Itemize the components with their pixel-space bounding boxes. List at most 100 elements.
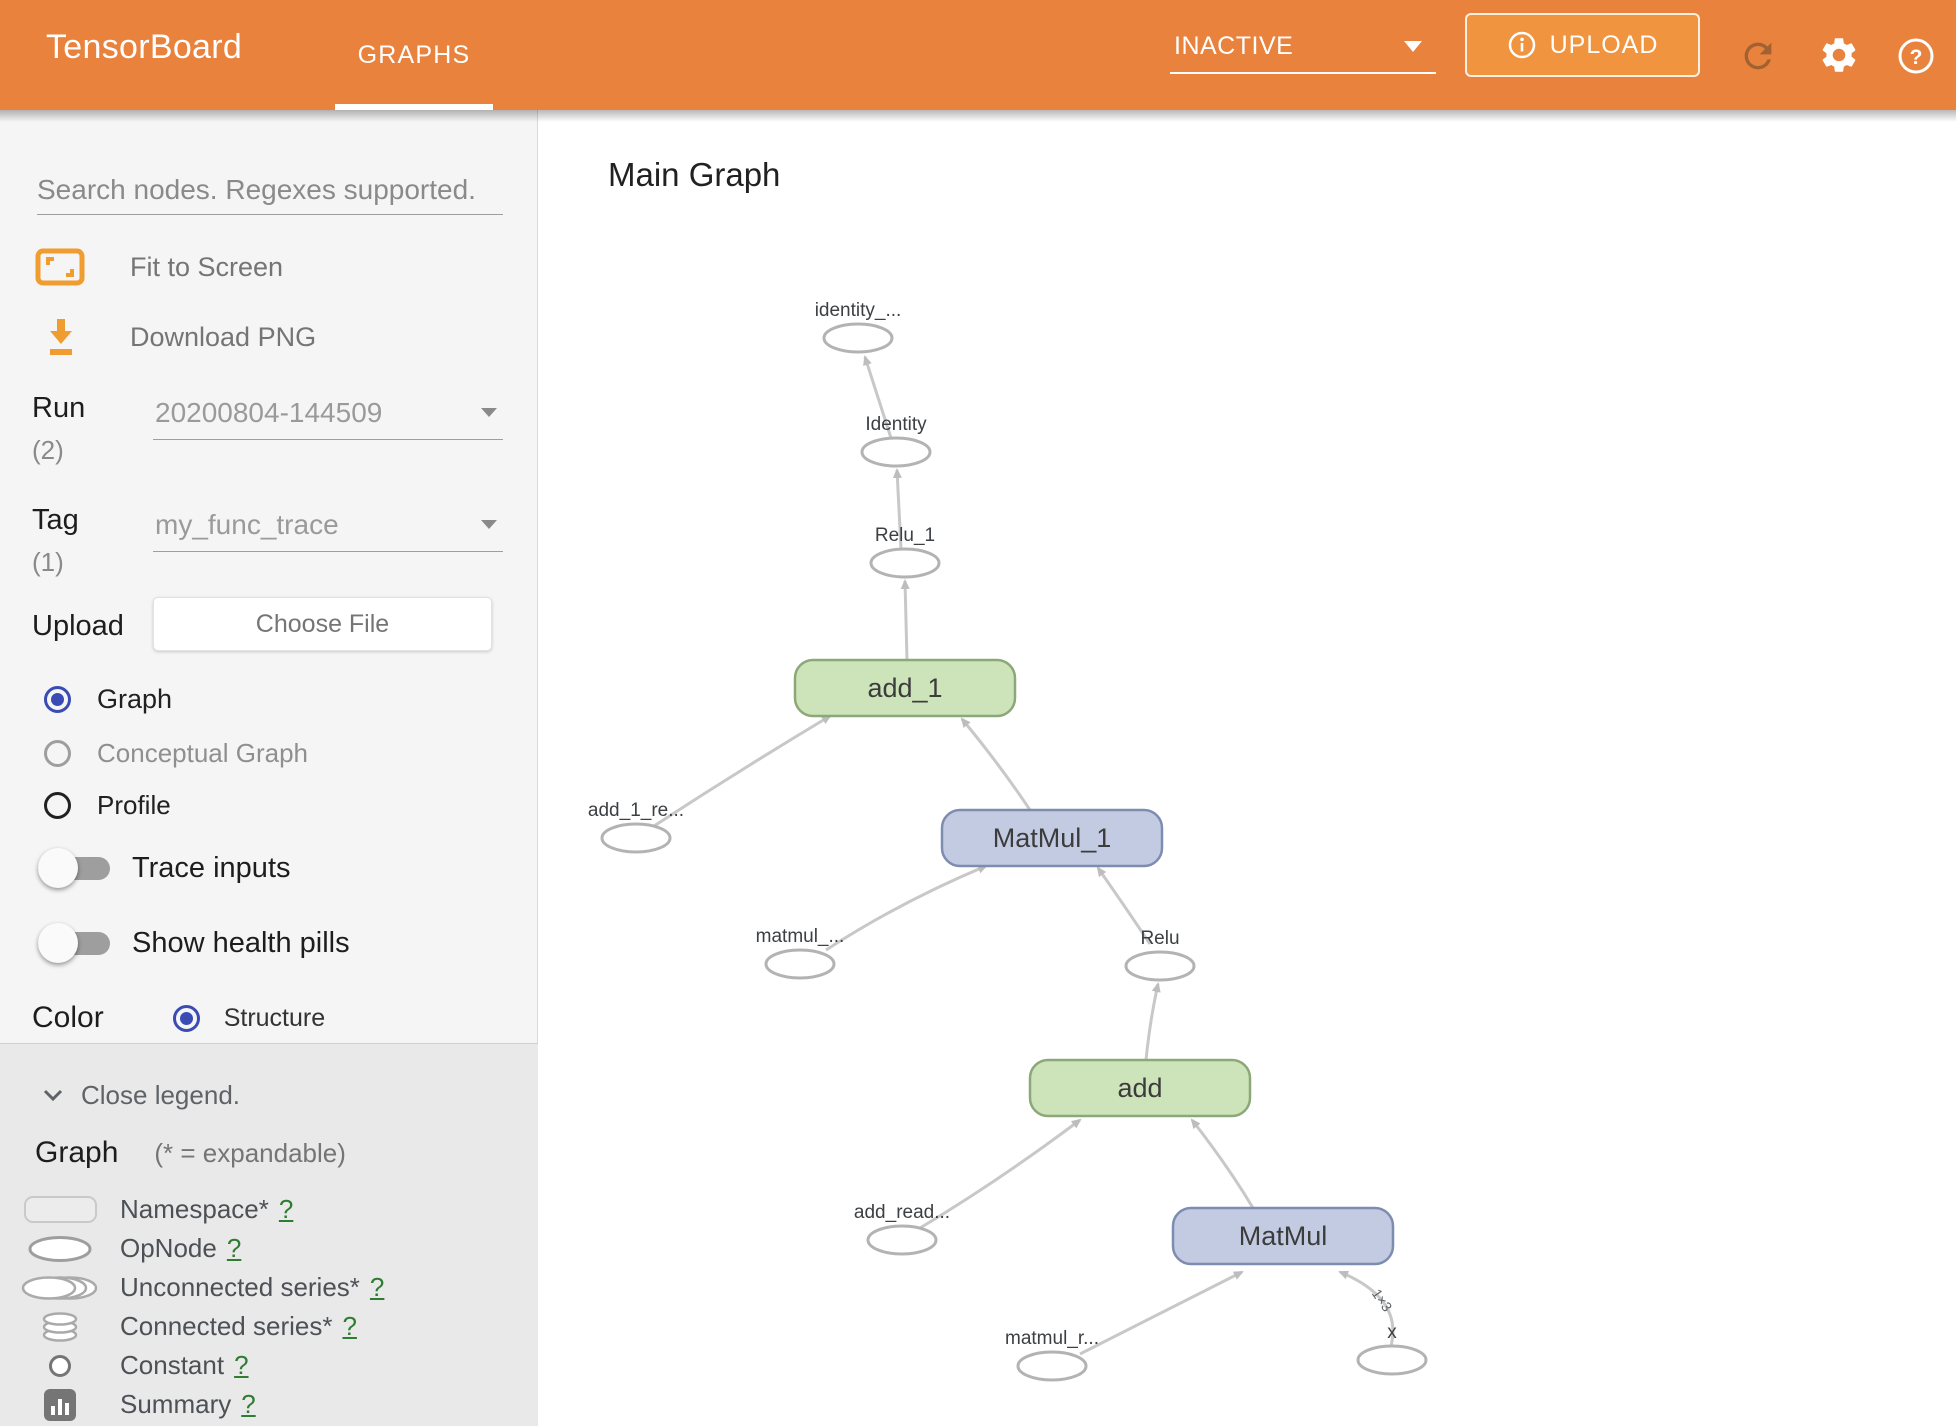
op-node-Relu_1[interactable] xyxy=(869,547,941,579)
tag-select[interactable]: my_func_trace xyxy=(153,502,503,552)
help-link[interactable]: ? xyxy=(226,1233,242,1263)
download-png-label: Download PNG xyxy=(130,321,317,352)
op-node-label-Relu_1: Relu_1 xyxy=(875,525,935,546)
legend-row-connected-series: Connected series* ? xyxy=(0,1307,538,1346)
toggle-off-icon xyxy=(38,922,110,963)
tag-count: (1) xyxy=(32,547,64,577)
radio-profile[interactable]: Profile xyxy=(0,785,171,825)
help-link[interactable]: ? xyxy=(278,1194,294,1224)
help-link[interactable]: ? xyxy=(342,1311,357,1341)
function-node-add_1[interactable] xyxy=(793,658,1017,718)
edge-Relu-to-MatMul_1 xyxy=(1096,866,1152,945)
close-legend-label: Close legend. xyxy=(81,1080,240,1110)
trace-inputs-toggle[interactable]: Trace inputs xyxy=(0,846,291,890)
op-node-add_read[interactable] xyxy=(866,1224,938,1256)
legend-label: Connected series* xyxy=(120,1311,333,1341)
run-label: Run xyxy=(32,392,86,424)
op-node-label-Identity: Identity xyxy=(865,414,927,435)
namespace-swatch-icon xyxy=(0,1196,120,1223)
edge-add_1-to-Relu_1 xyxy=(900,579,910,661)
function-node-add[interactable] xyxy=(1028,1058,1252,1118)
refresh-icon[interactable] xyxy=(1738,36,1778,76)
edge-Relu_1-to-Identity xyxy=(892,468,903,550)
op-node-Identity[interactable] xyxy=(860,436,932,468)
show-health-pills-toggle[interactable]: Show health pills xyxy=(0,921,350,965)
header-bar: TensorBoard GRAPHS INACTIVE UPLOAD ? xyxy=(0,0,1956,110)
edge-add-to-Relu xyxy=(1144,982,1161,1061)
radio-unselected-icon xyxy=(44,791,71,819)
edge-matmul_r-to-MatMul xyxy=(1079,1270,1244,1356)
legend-heading-title: Graph xyxy=(35,1136,119,1169)
edge-Identity-to-identity_out xyxy=(863,355,893,439)
upload-button-label: UPLOAD xyxy=(1549,30,1659,59)
chevron-down-icon xyxy=(43,1089,63,1102)
settings-gear-icon[interactable] xyxy=(1818,34,1860,76)
op-node-Relu[interactable] xyxy=(1124,950,1196,982)
legend-label: Constant xyxy=(120,1350,225,1380)
radio-graph[interactable]: Graph xyxy=(0,679,172,719)
edge-add_read-to-add xyxy=(919,1118,1082,1230)
help-link[interactable]: ? xyxy=(369,1272,385,1302)
app-title: TensorBoard xyxy=(46,28,243,66)
op-node-add_1_re[interactable] xyxy=(600,822,672,854)
tab-graphs[interactable]: GRAPHS xyxy=(357,40,471,69)
help-link[interactable]: ? xyxy=(241,1389,256,1419)
search-input[interactable] xyxy=(37,165,503,215)
legend-label: OpNode xyxy=(120,1233,217,1263)
radio-structure[interactable] xyxy=(172,1004,200,1032)
function-node-MatMul_1[interactable] xyxy=(940,808,1164,868)
radio-conceptual-graph[interactable]: Conceptual Graph xyxy=(0,733,308,773)
run-count: (2) xyxy=(32,435,64,465)
edge-add_1_re-to-add_1 xyxy=(653,714,832,828)
graph-svg[interactable]: 1×3 identity_...IdentityRelu_1add_1_re..… xyxy=(538,110,1956,1426)
connected-series-swatch-icon xyxy=(0,1311,120,1342)
legend-row-unconnected-series: Unconnected series* ? xyxy=(0,1268,538,1307)
edge-MatMul_1-to-add_1 xyxy=(960,717,1032,811)
chevron-down-icon xyxy=(481,520,497,529)
radio-selected-icon xyxy=(44,685,71,713)
edge-MatMul-to-add xyxy=(1190,1118,1255,1209)
op-node-label-matmul_r: matmul_r... xyxy=(1005,1328,1099,1349)
legend-row-summary: Summary ? xyxy=(0,1385,538,1424)
color-by-row: Color Structure xyxy=(0,998,325,1038)
legend-row-namespace: Namespace* ? xyxy=(0,1190,538,1229)
download-png-button[interactable]: Download PNG xyxy=(45,316,316,358)
function-node-MatMul[interactable] xyxy=(1171,1206,1395,1266)
sidebar: Fit to Screen Download PNG Run (2) 20200… xyxy=(0,110,538,1426)
legend-label: Summary xyxy=(120,1389,232,1419)
help-link[interactable]: ? xyxy=(234,1350,249,1380)
edge-matmul_-to-MatMul_1 xyxy=(825,864,988,952)
function-node-label-add: add xyxy=(1117,1073,1162,1103)
upload-button[interactable]: UPLOAD xyxy=(1465,13,1700,77)
help-icon[interactable]: ? xyxy=(1896,36,1936,76)
op-node-label-add_1_re: add_1_re... xyxy=(588,800,684,821)
op-node-label-add_read: add_read... xyxy=(854,1202,950,1223)
close-legend-button[interactable]: Close legend. xyxy=(43,1080,240,1111)
opnode-swatch-icon xyxy=(0,1235,120,1263)
constant-swatch-icon xyxy=(0,1354,120,1377)
legend-heading-note: (* = expandable) xyxy=(154,1138,346,1168)
op-node-matmul_[interactable] xyxy=(764,948,836,980)
op-node-identity_out[interactable] xyxy=(822,322,894,354)
legend-panel: Close legend. Graph (* = expandable) Nam… xyxy=(0,1043,538,1426)
download-icon xyxy=(50,319,72,355)
function-node-label-MatMul: MatMul xyxy=(1239,1221,1328,1251)
fit-to-screen-button[interactable]: Fit to Screen xyxy=(35,248,283,286)
page-title: Main Graph xyxy=(608,156,781,193)
choose-file-button[interactable]: Choose File xyxy=(153,597,492,651)
op-node-label-identity_out: identity_... xyxy=(815,300,902,321)
show-health-pills-label: Show health pills xyxy=(132,926,350,959)
header-shadow xyxy=(0,110,1956,122)
status-dropdown[interactable]: INACTIVE xyxy=(1170,26,1436,74)
function-node-label-MatMul_1: MatMul_1 xyxy=(993,823,1112,853)
fit-to-screen-label: Fit to Screen xyxy=(130,251,284,282)
info-icon xyxy=(1508,31,1535,59)
chevron-down-icon xyxy=(1404,40,1422,52)
run-select[interactable]: 20200804-144509 xyxy=(153,390,503,440)
toggle-off-icon xyxy=(38,847,110,888)
op-node-matmul_r[interactable] xyxy=(1016,1350,1088,1382)
legend-items: Namespace* ? OpNode ? Unconnec xyxy=(0,1190,538,1424)
op-node-x[interactable] xyxy=(1356,1344,1428,1376)
svg-text:?: ? xyxy=(1910,46,1923,69)
